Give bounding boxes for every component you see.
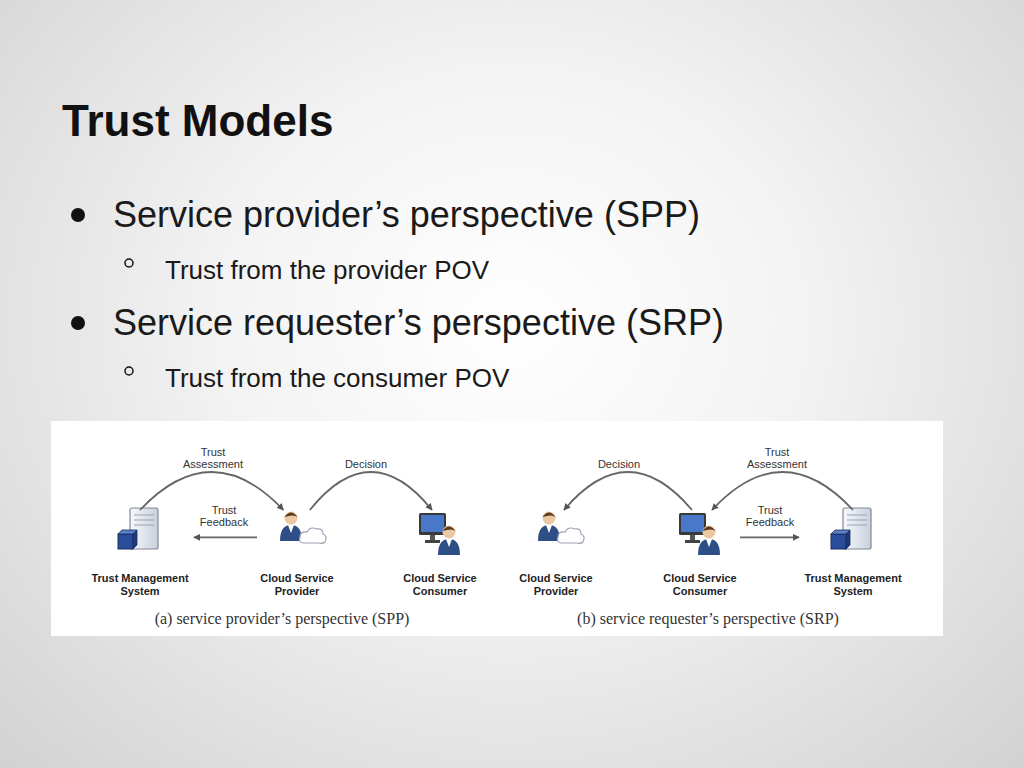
edge-label: Trust Feedback [188,504,260,528]
trust-flow-arrow [712,472,853,510]
monitor-icon [419,513,446,543]
provider-person-icon [280,512,302,542]
bullet-dot [71,316,85,330]
edge-label: Decision [330,458,402,470]
sub-bullet-text: Trust from the provider POV [165,254,985,286]
actor-node: Trust Management System [86,510,194,598]
sub-bullet [125,259,133,267]
actor-node: Trust Management System [799,510,907,598]
node-label: Cloud Service Consumer [660,572,740,598]
bullet-dot [71,208,85,222]
actor-node: Cloud Service Consumer [660,510,740,598]
bullet-text: Service requester’s perspective (SRP) [113,301,993,345]
bullet-text: Service provider’s perspective (SPP) [113,193,993,237]
server-icon [831,508,871,549]
node-label: Cloud Service Consumer [400,572,480,598]
node-label: Trust Management System [799,572,907,598]
figure-panel [51,421,943,636]
monitor-icon [679,513,706,543]
consumer-person-icon [698,526,720,556]
sub-bullet [125,367,133,375]
node-label: Cloud Service Provider [257,572,337,598]
provider-person-icon [538,512,560,542]
edge-label: Trust Assessment [177,446,249,470]
slide-title: Trust Models [62,95,962,147]
edge-label: Trust Assessment [741,446,813,470]
edge-label: Trust Feedback [734,504,806,528]
server-icon [118,508,158,549]
cloud-icon [558,528,585,543]
actor-node: Cloud Service Provider [257,510,337,598]
actor-node: Cloud Service Provider [516,510,596,598]
actor-node: Cloud Service Consumer [400,510,480,598]
trust-flow-arrow [310,472,432,510]
sub-bullet-text: Trust from the consumer POV [165,362,985,394]
node-label: Trust Management System [86,572,194,598]
figure-caption: (b) service requester’s perspective (SRP… [498,609,918,629]
consumer-person-icon [438,526,460,556]
edge-label: Decision [583,458,655,470]
trust-flow-arrow [194,536,257,538]
figure-caption: (a) service provider’s perspective (SPP) [72,609,492,629]
cloud-icon [300,528,327,543]
trust-flow-arrow [140,472,283,510]
trust-flow-arrow [740,536,799,538]
trust-flow-arrow [564,472,692,510]
node-label: Cloud Service Provider [516,572,596,598]
